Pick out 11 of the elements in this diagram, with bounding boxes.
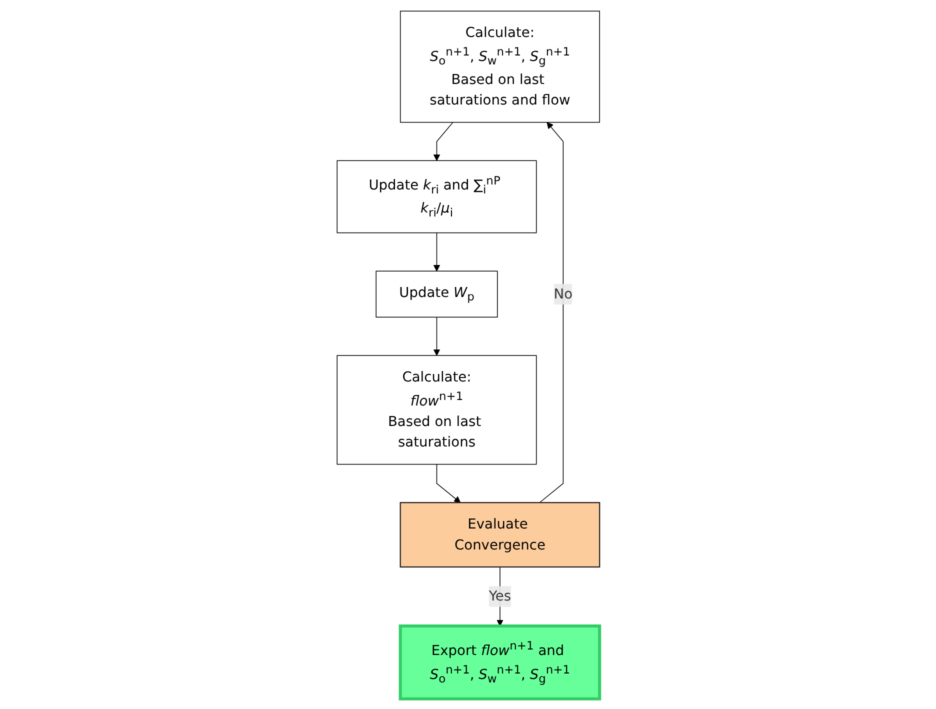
arrow [433,121,453,160]
arrow [496,566,503,626]
edge-label: No [553,286,572,302]
edge-label: Yes [488,588,511,604]
node-box: Calculate: flow$^{n+1}$ Based on last saturations [336,354,536,464]
node-box: Update W$_{p}$ [375,270,498,318]
node-box: Evaluate Convergence [399,502,600,568]
arrow [433,232,440,271]
arrow [433,316,440,356]
arrow [538,122,564,502]
arrow [436,463,460,502]
